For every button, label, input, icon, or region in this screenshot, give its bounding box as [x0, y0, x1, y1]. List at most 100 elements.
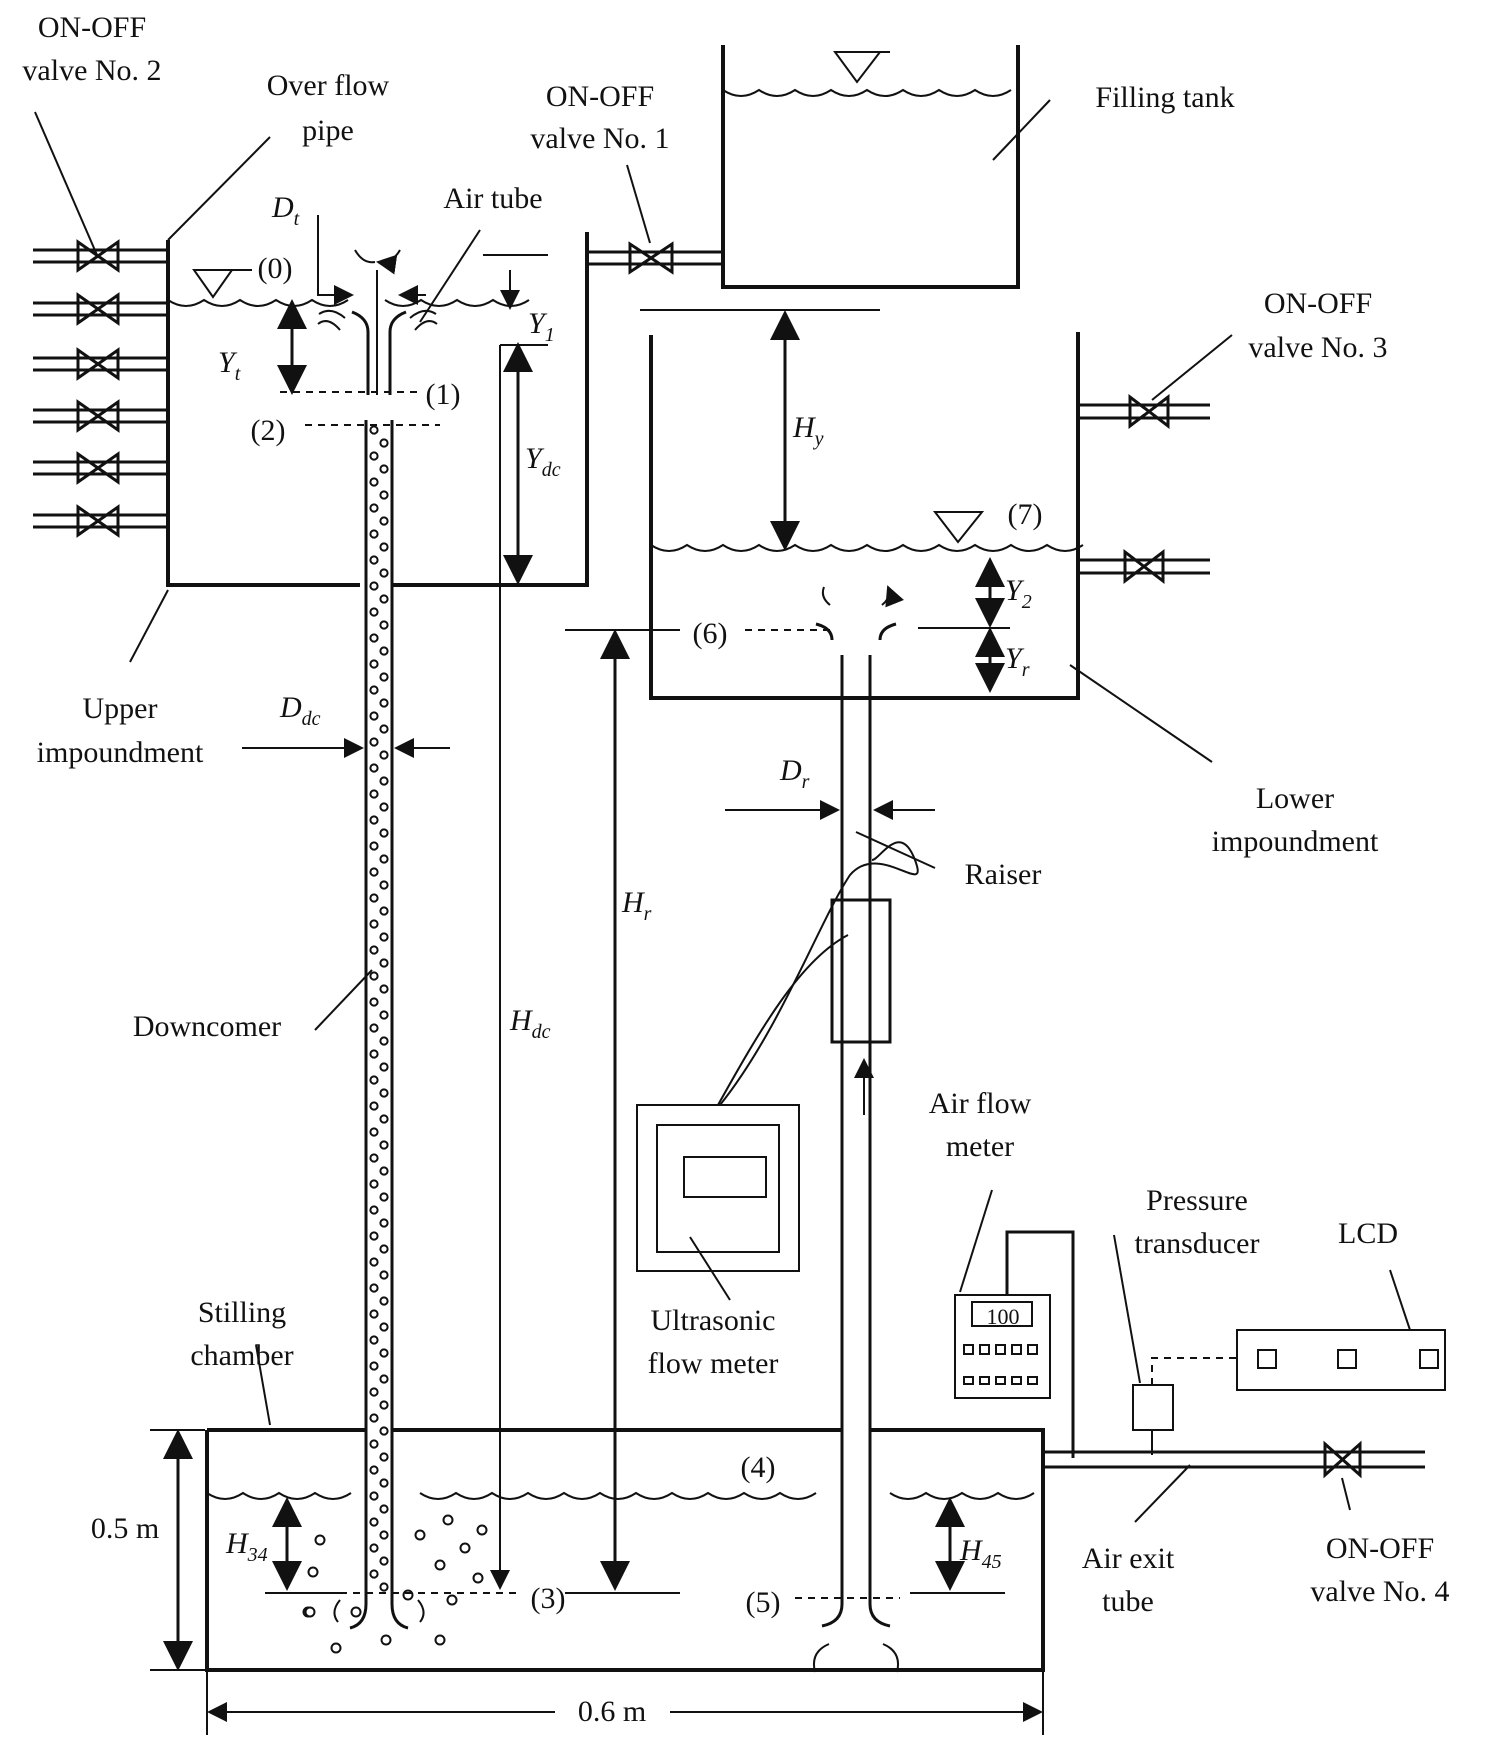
lcd	[1236, 1269, 1446, 1391]
air-bubble	[379, 1218, 389, 1228]
air-bubble	[330, 1642, 342, 1654]
air-bubble	[380, 1634, 392, 1646]
lower-impoundment-pointer	[1069, 664, 1213, 763]
point-2: (2)	[251, 414, 286, 447]
air-bubble	[369, 659, 379, 669]
air-bubble	[476, 1524, 488, 1536]
air-bubble	[379, 1504, 389, 1514]
air-bubble	[369, 1231, 379, 1241]
filling-tank	[721, 45, 1020, 289]
meter-key	[1027, 1344, 1038, 1355]
meter-key	[1011, 1376, 1022, 1385]
air-bubble	[369, 1023, 379, 1033]
air-bubble	[379, 568, 389, 578]
air-bubble	[379, 698, 389, 708]
meter-key	[963, 1344, 974, 1355]
valve1-pipe	[587, 164, 723, 275]
air-tube-label: Air tube	[443, 182, 542, 215]
point-1: (1)	[426, 378, 461, 411]
downcomer-pipe	[349, 310, 409, 1630]
air-bubble	[446, 1594, 458, 1606]
air-bubble	[414, 1529, 426, 1541]
upper-impoundment-label-line1: Upper	[83, 692, 158, 725]
air-bubble	[379, 1114, 389, 1124]
lower-impoundment-label-line2: impoundment	[1212, 825, 1379, 858]
air-bubble	[379, 984, 389, 994]
air-bubble	[369, 1439, 379, 1449]
point-0: (0)	[258, 252, 293, 285]
pressure-transducer-label-line2: transducer	[1135, 1227, 1260, 1260]
upper-impoundment-label-line2: impoundment	[37, 736, 204, 769]
symbol-hr: Hr	[621, 886, 652, 925]
point-4: (4)	[741, 1451, 776, 1484]
symbol-ddc: Ddc	[279, 691, 321, 730]
air-bubble	[379, 828, 389, 838]
air-bubble	[314, 1534, 326, 1546]
air-bubble	[379, 880, 389, 890]
air-bubble	[379, 1244, 389, 1254]
valve-icon	[76, 504, 120, 538]
air-bubble	[379, 1296, 389, 1306]
air-bubble	[379, 958, 389, 968]
air-bubble	[369, 529, 379, 539]
air-bubble	[379, 750, 389, 760]
air-bubble	[379, 516, 389, 526]
symbol-y2: Y2	[1005, 574, 1032, 613]
air-bubble	[369, 451, 379, 461]
stilling-chamber	[205, 1344, 1045, 1673]
air-bubble	[369, 633, 379, 643]
air-bubble	[369, 503, 379, 513]
filling-tank-pointer	[992, 99, 1051, 161]
air-tube	[317, 250, 438, 395]
air-bubble	[379, 1192, 389, 1202]
downcomer-pointer	[314, 969, 373, 1031]
air-bubble	[472, 1572, 484, 1584]
air-bubble	[350, 1606, 362, 1618]
air-tube-pointer	[419, 229, 481, 323]
valve-icon	[76, 292, 120, 326]
air-bubble	[369, 763, 379, 773]
air-bubble	[304, 1606, 316, 1618]
air-bubble	[369, 1101, 379, 1111]
air-bubble	[442, 1514, 454, 1526]
symbol-yt: Yt	[218, 346, 241, 385]
valve1-label-line1: ON-OFF	[546, 80, 654, 113]
valve-icon	[76, 451, 120, 485]
air-bubble	[369, 555, 379, 565]
air-bubble	[379, 1270, 389, 1280]
point-7: (7)	[1008, 498, 1043, 531]
air-bubble	[379, 1556, 389, 1566]
air-bubble	[369, 1153, 379, 1163]
air-bubble	[369, 1283, 379, 1293]
air-bubble	[369, 607, 379, 617]
air-bubble	[379, 1530, 389, 1540]
valve1-label-line2: valve No. 1	[530, 122, 669, 155]
symbol-yr: Yr	[1005, 642, 1030, 681]
air-bubble	[369, 711, 379, 721]
raiser-label: Raiser	[965, 858, 1042, 891]
meter-key	[1011, 1344, 1022, 1355]
overflow-pipe-label-line2: pipe	[302, 114, 354, 147]
air-bubble	[369, 1335, 379, 1345]
air-exit-tube-label-line1: Air exit	[1082, 1542, 1175, 1575]
air-bubble	[369, 867, 379, 877]
valve3-label-line1: ON-OFF	[1264, 287, 1372, 320]
valve-icon	[76, 239, 120, 273]
ultrasonic-flow-meter-label-line2: flow meter	[648, 1347, 779, 1380]
air-bubble	[369, 1465, 379, 1475]
raiser-pipe	[815, 587, 896, 1628]
air-bubble	[369, 1517, 379, 1527]
air-bubble	[379, 464, 389, 474]
air-bubble	[369, 1257, 379, 1267]
overflow-pipe-label-line1: Over flow	[267, 69, 390, 102]
air-bubble	[459, 1542, 471, 1554]
air-bubble	[379, 776, 389, 786]
symbol-dr: Dr	[779, 754, 810, 793]
air-bubble	[379, 724, 389, 734]
air-bubble	[369, 1049, 379, 1059]
pressure-transducer-label-line1: Pressure	[1146, 1184, 1248, 1217]
meter-key	[979, 1344, 990, 1355]
air-bubble	[369, 945, 379, 955]
